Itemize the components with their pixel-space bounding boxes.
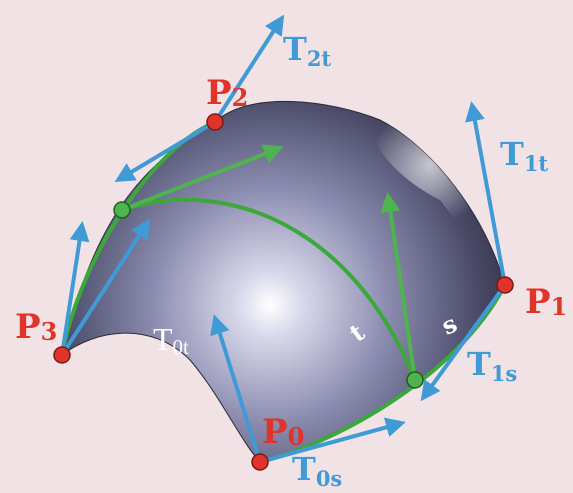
label-t2t: T2t xyxy=(283,30,331,71)
corner-point-p1 xyxy=(496,276,514,294)
surface-highlight xyxy=(374,120,505,285)
iso-curve-t xyxy=(121,197,417,381)
label-p3: P3 xyxy=(15,307,57,347)
label-t0s: T0s xyxy=(292,450,342,491)
tangent-vector-t3-diag xyxy=(60,218,151,357)
green-tangent-vector-upper xyxy=(121,144,284,212)
tangent-vector-t2t xyxy=(213,14,285,124)
corner-point-p2 xyxy=(206,113,224,131)
tangent-vector-t3-up xyxy=(60,221,90,356)
label-t0t: T0t xyxy=(153,321,189,359)
label-p2: P2 xyxy=(206,73,248,113)
label-p1: P1 xyxy=(525,282,567,322)
green-tangent-vector-lower xyxy=(380,192,417,381)
tangent-vector-t1s xyxy=(420,283,507,402)
label-p0: P0 xyxy=(262,412,304,452)
tangent-vector-t1t xyxy=(465,101,507,286)
tangent-vector-t0s xyxy=(259,417,406,464)
label-t1t: T1t xyxy=(500,135,548,176)
tangent-vector-t2-reverse xyxy=(114,120,217,183)
mid-point-bottom xyxy=(406,371,424,389)
mid-point-left xyxy=(113,201,131,219)
tangent-vector-t0t xyxy=(210,314,262,463)
bicubic-surface xyxy=(61,100,506,463)
label-t1s: T1s xyxy=(467,345,517,386)
corner-point-p3 xyxy=(53,346,71,364)
corner-point-p0 xyxy=(251,453,269,471)
